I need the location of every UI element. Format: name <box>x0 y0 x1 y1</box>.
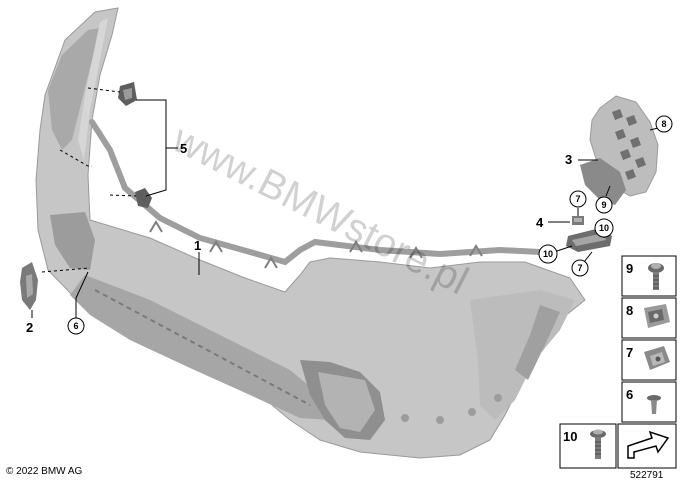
svg-text:8: 8 <box>626 303 633 318</box>
copyright: © 2022 BMW AG <box>6 466 83 477</box>
svg-text:9: 9 <box>626 261 633 276</box>
leader-lines <box>31 87 659 318</box>
hex-bolt-icon <box>590 429 606 459</box>
legend-row-7[interactable]: 7 <box>621 339 677 381</box>
callout-5: 5 <box>180 141 187 156</box>
callout-7-upper: 7 <box>569 190 587 208</box>
svg-text:7: 7 <box>626 345 633 360</box>
callout-4: 4 <box>536 215 544 230</box>
callout-9: 9 <box>595 196 613 214</box>
callout-10-left: 10 <box>538 244 558 264</box>
callout-8: 8 <box>655 115 673 133</box>
reference-arrow-box <box>617 423 677 469</box>
svg-text:9: 9 <box>601 200 606 210</box>
svg-text:8: 8 <box>661 119 666 129</box>
svg-text:6: 6 <box>626 387 633 402</box>
svg-text:7: 7 <box>577 263 582 273</box>
bracket-left-part-2[interactable] <box>20 262 38 310</box>
legend-row-10[interactable]: 10 <box>559 423 617 469</box>
legend-row-9[interactable]: 9 <box>621 255 677 297</box>
legend-row-6[interactable]: 6 <box>621 381 677 423</box>
torx-bolt-icon <box>648 263 664 290</box>
spring-nut-small[interactable] <box>572 216 584 225</box>
callout-10-right: 10 <box>594 218 614 238</box>
bracket-lower[interactable] <box>135 188 152 208</box>
svg-text:10: 10 <box>543 249 553 259</box>
bumper-cover[interactable] <box>35 7 586 459</box>
callout-3: 3 <box>565 152 572 167</box>
direction-arrow-icon <box>627 430 670 459</box>
callout-2: 2 <box>26 320 33 335</box>
mounting-bracket-right[interactable] <box>580 95 659 205</box>
callout-1: 1 <box>194 238 201 253</box>
callout-6: 6 <box>67 317 85 335</box>
expanding-rivet-icon <box>647 395 661 414</box>
legend: 9 8 7 <box>559 255 677 469</box>
spring-nut-icon <box>644 346 670 370</box>
legend-row-8[interactable]: 8 <box>621 297 677 339</box>
bracket-upper[interactable] <box>118 82 137 106</box>
callout-7-lower: 7 <box>571 259 589 277</box>
svg-text:10: 10 <box>563 429 577 444</box>
diagram-number: 522791 <box>630 470 664 481</box>
clip-nut-icon <box>644 304 670 328</box>
svg-text:10: 10 <box>599 223 609 233</box>
svg-text:6: 6 <box>73 321 78 331</box>
svg-text:7: 7 <box>575 194 580 204</box>
